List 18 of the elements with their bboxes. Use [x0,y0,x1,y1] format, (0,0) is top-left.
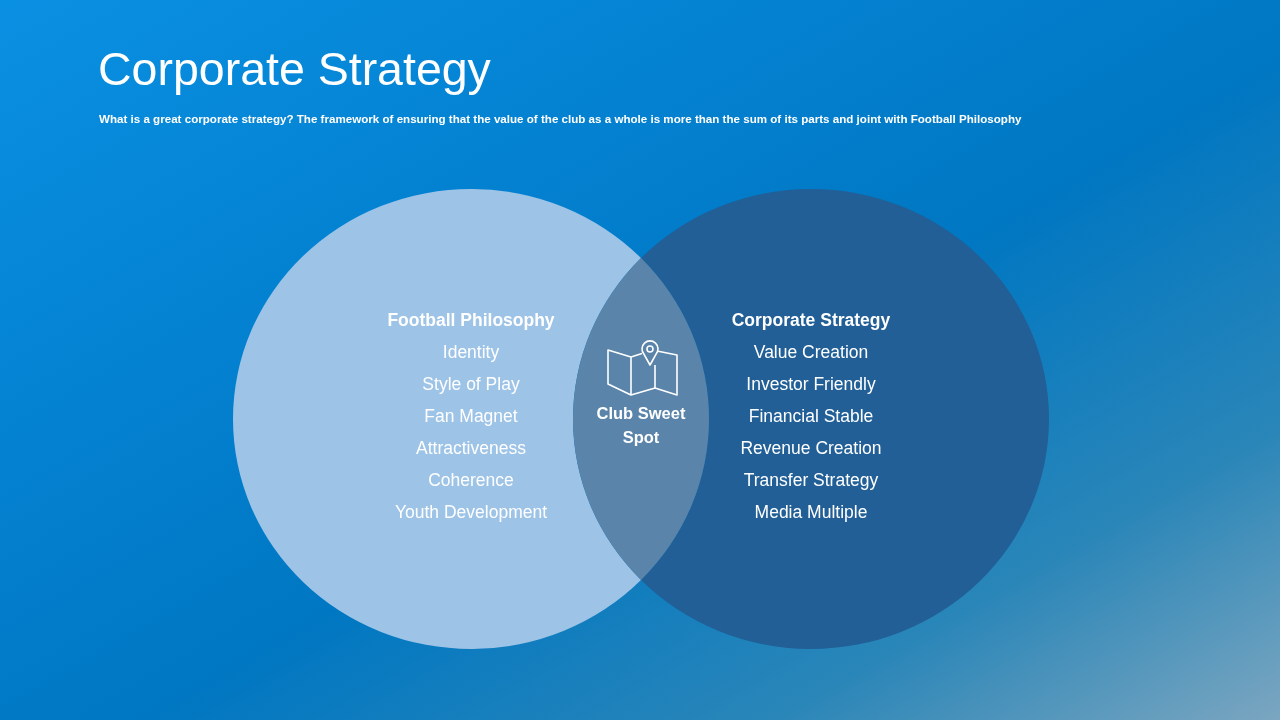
list-item: Identity [442,341,500,364]
list-item: Style of Play [422,373,520,396]
page-title: Corporate Strategy [98,42,491,97]
overlap-label: Club Sweet Spot [595,403,687,448]
list-item: Transfer Strategy [743,469,879,492]
list-item: Revenue Creation [740,437,882,460]
list-item: Youth Development [394,501,548,524]
circle-heading: Corporate Strategy [731,309,891,332]
list-item: Value Creation [753,341,869,364]
subtitle: What is a great corporate strategy? The framework of ensuring that the value of the club as a whole is more than the sum of its parts and joint with Football Philosophy [99,111,1022,126]
circle-heading: Football Philosophy [387,309,555,332]
list-item: Coherence [428,469,514,492]
list-item: Media Multiple [754,501,868,524]
list-item: Investor Friendly [746,373,876,396]
list-item: Financial Stable [748,405,874,428]
list-item: Fan Magnet [424,405,518,428]
overlap-region [573,258,709,580]
list-item: Attractiveness [416,437,526,460]
